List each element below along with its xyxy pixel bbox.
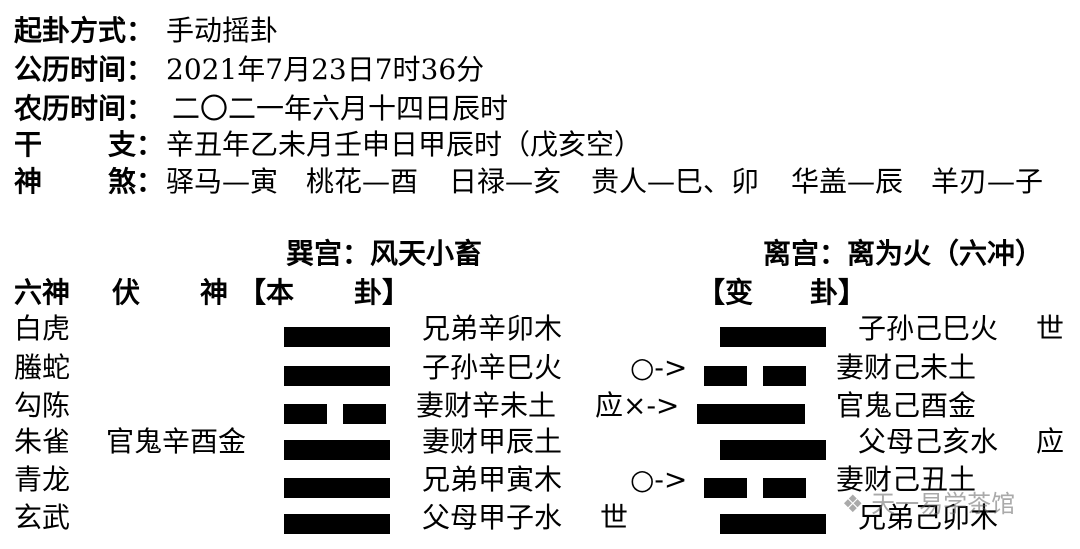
ganzhi-label-1: 干 [14,128,43,161]
col-header-fu: 伏 [112,276,141,309]
shensha-label-1: 神 [14,165,43,198]
liushen-label: 勾陈 [14,389,71,422]
ben-gua-title: 巽宫：风天小畜 [286,237,483,270]
liushen-label: 青龙 [14,463,71,496]
method-value: 手动摇卦 [166,14,279,47]
shensha-item: 贵人—巳、卯 [591,165,760,198]
ben-yao-line [284,478,390,498]
yang-segment [697,404,805,424]
moving-yao-marker: ○-> [630,463,688,496]
ben-yao-line [284,440,390,460]
shi-marker: 世 [600,501,629,534]
fushen-text: 官鬼辛酉金 [106,425,247,458]
bian-yao-text: 子孙己巳火 [858,312,999,345]
watermark: ❖ 天一易学茶馆 [842,490,1016,518]
liushen-label: 朱雀 [14,425,71,458]
yang-segment [284,366,390,386]
liushen-label: 白虎 [14,312,71,345]
yin-segment [763,366,806,386]
ben-yao-line [284,514,390,534]
ben-yao-text: 兄弟甲寅木 [422,463,563,496]
moving-yao-marker: ○-> [630,351,688,384]
ganzhi-value: 辛丑年乙未月壬申日甲辰时（戊亥空） [166,128,643,161]
bian-yao-text: 官鬼己酉金 [836,389,977,422]
lunar-time-label: 农历时间： [14,92,155,125]
col-header-bian-open: 【变 [697,276,754,309]
bian-gua-title: 离宫：离为火（六冲） [763,237,1044,270]
shi-marker: 世 [1036,312,1065,345]
bian-yao-line [720,327,826,347]
yin-segment [704,478,747,498]
col-header-liushen: 六神 [14,276,71,309]
ying-marker: 应 [1036,425,1065,458]
bian-yao-line [697,404,805,424]
yang-segment [284,440,390,460]
ben-yao-line [284,404,386,424]
yang-segment [284,478,390,498]
moving-yao-marker: 应×-> [595,389,680,422]
shensha-item: 桃花—酉 [306,165,419,198]
method-label: 起卦方式： [14,14,155,47]
yin-segment [763,478,806,498]
shensha-item: 羊刃—子 [931,165,1044,198]
bian-yao-text: 妻财己未土 [836,351,977,384]
yang-segment [720,514,826,534]
ganzhi-label-2: 支： [108,128,165,161]
ben-yao-text: 子孙辛巳火 [422,351,563,384]
shensha-label-2: 煞： [108,165,165,198]
bian-yao-line [704,478,806,498]
shensha-item: 驿马—寅 [166,165,279,198]
ben-yao-text: 兄弟辛卯木 [422,312,563,345]
ben-yao-text: 父母甲子水 [422,501,563,534]
bian-yao-text: 妻财己丑土 [836,463,977,496]
shensha-item: 华盖—辰 [791,165,904,198]
bian-yao-line [720,440,826,460]
yang-segment [720,440,826,460]
solar-time-label: 公历时间： [14,53,155,86]
lunar-time-value: 二〇二一年六月十四日辰时 [172,92,509,125]
liushen-label: 螣蛇 [14,351,71,384]
yang-segment [284,327,390,347]
yin-segment [704,366,747,386]
solar-time-value: 2021年7月23日7时36分 [166,53,485,86]
yang-segment [284,514,390,534]
bian-yao-text: 兄弟己卯木 [858,501,999,534]
liushen-label: 玄武 [14,501,71,534]
col-header-shen: 神 [200,276,229,309]
col-header-ben-open: 【本 [238,276,295,309]
wechat-icon: ❖ [842,490,864,518]
yin-segment [284,404,327,424]
ben-yao-text: 妻财甲辰土 [422,425,563,458]
yang-segment [720,327,826,347]
ben-yao-line [284,366,390,386]
bian-yao-text: 父母己亥水 [858,425,999,458]
ben-yao-text: 妻财辛未土 [416,389,557,422]
col-header-bian-close: 卦】 [810,276,867,309]
ben-yao-line [284,327,390,347]
shensha-item: 日禄—亥 [449,165,562,198]
col-header-ben-close: 卦】 [354,276,411,309]
yin-segment [343,404,386,424]
bian-yao-line [720,514,826,534]
bian-yao-line [704,366,806,386]
